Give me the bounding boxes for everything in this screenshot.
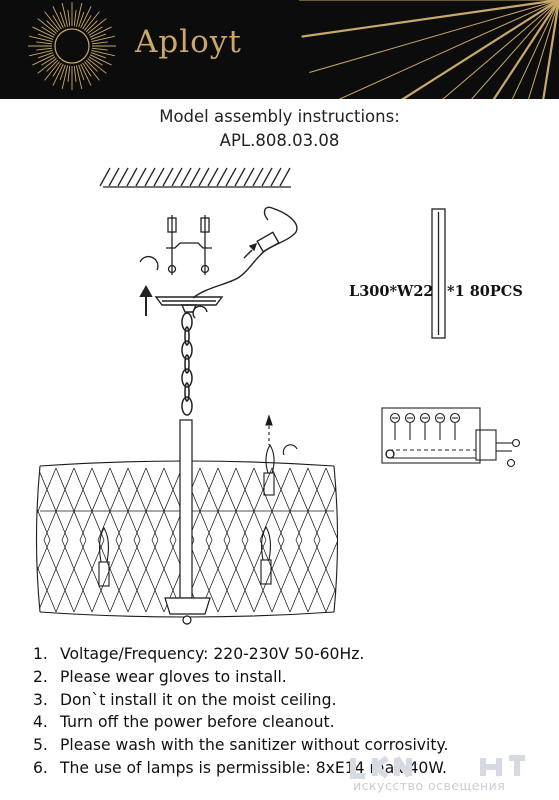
sunburst-graphics bbox=[28, 0, 559, 99]
ceiling-canopy bbox=[154, 296, 224, 319]
wiring-diagram bbox=[381, 407, 521, 468]
crystal-quantity: *1 80PCS bbox=[447, 283, 523, 300]
document-title: Model assembly instructions: bbox=[159, 107, 400, 126]
up-arrow-icon bbox=[139, 284, 153, 316]
instruction-item: 3.Don`t install it on the moist ceiling. bbox=[33, 690, 337, 709]
brand-logo: Aployt bbox=[135, 24, 242, 60]
instructions-list: 1.Voltage/Frequency: 220-230V 50-60Hz. 2… bbox=[33, 643, 448, 780]
corner-rays-decoration bbox=[299, 0, 559, 99]
center-rod bbox=[164, 419, 211, 625]
ceiling-hatch bbox=[99, 167, 291, 188]
model-number: APL.808.03.08 bbox=[219, 131, 340, 150]
power-cable bbox=[192, 206, 298, 299]
crystal-strip-icon bbox=[431, 208, 446, 339]
sun-logo-icon bbox=[28, 2, 116, 90]
instruction-item: 4.Turn off the power before cleanout. bbox=[33, 713, 335, 732]
brand-header: Aployt bbox=[0, 0, 559, 99]
instruction-item: 1.Voltage/Frequency: 220-230V 50-60Hz. bbox=[33, 645, 365, 663]
candle-bulbs bbox=[98, 414, 298, 587]
watermark-logo bbox=[350, 755, 525, 779]
watermark-text: искусство освещения bbox=[353, 778, 506, 793]
assembly-diagram bbox=[35, 167, 521, 625]
mounting-bracket bbox=[139, 215, 212, 275]
crystal-dimensions: L300*W22 bbox=[349, 283, 434, 300]
instruction-item: 5.Please wash with the sanitizer without… bbox=[33, 736, 449, 755]
instruction-item: 2.Please wear gloves to install. bbox=[33, 667, 287, 686]
suspension-chain bbox=[181, 312, 193, 416]
